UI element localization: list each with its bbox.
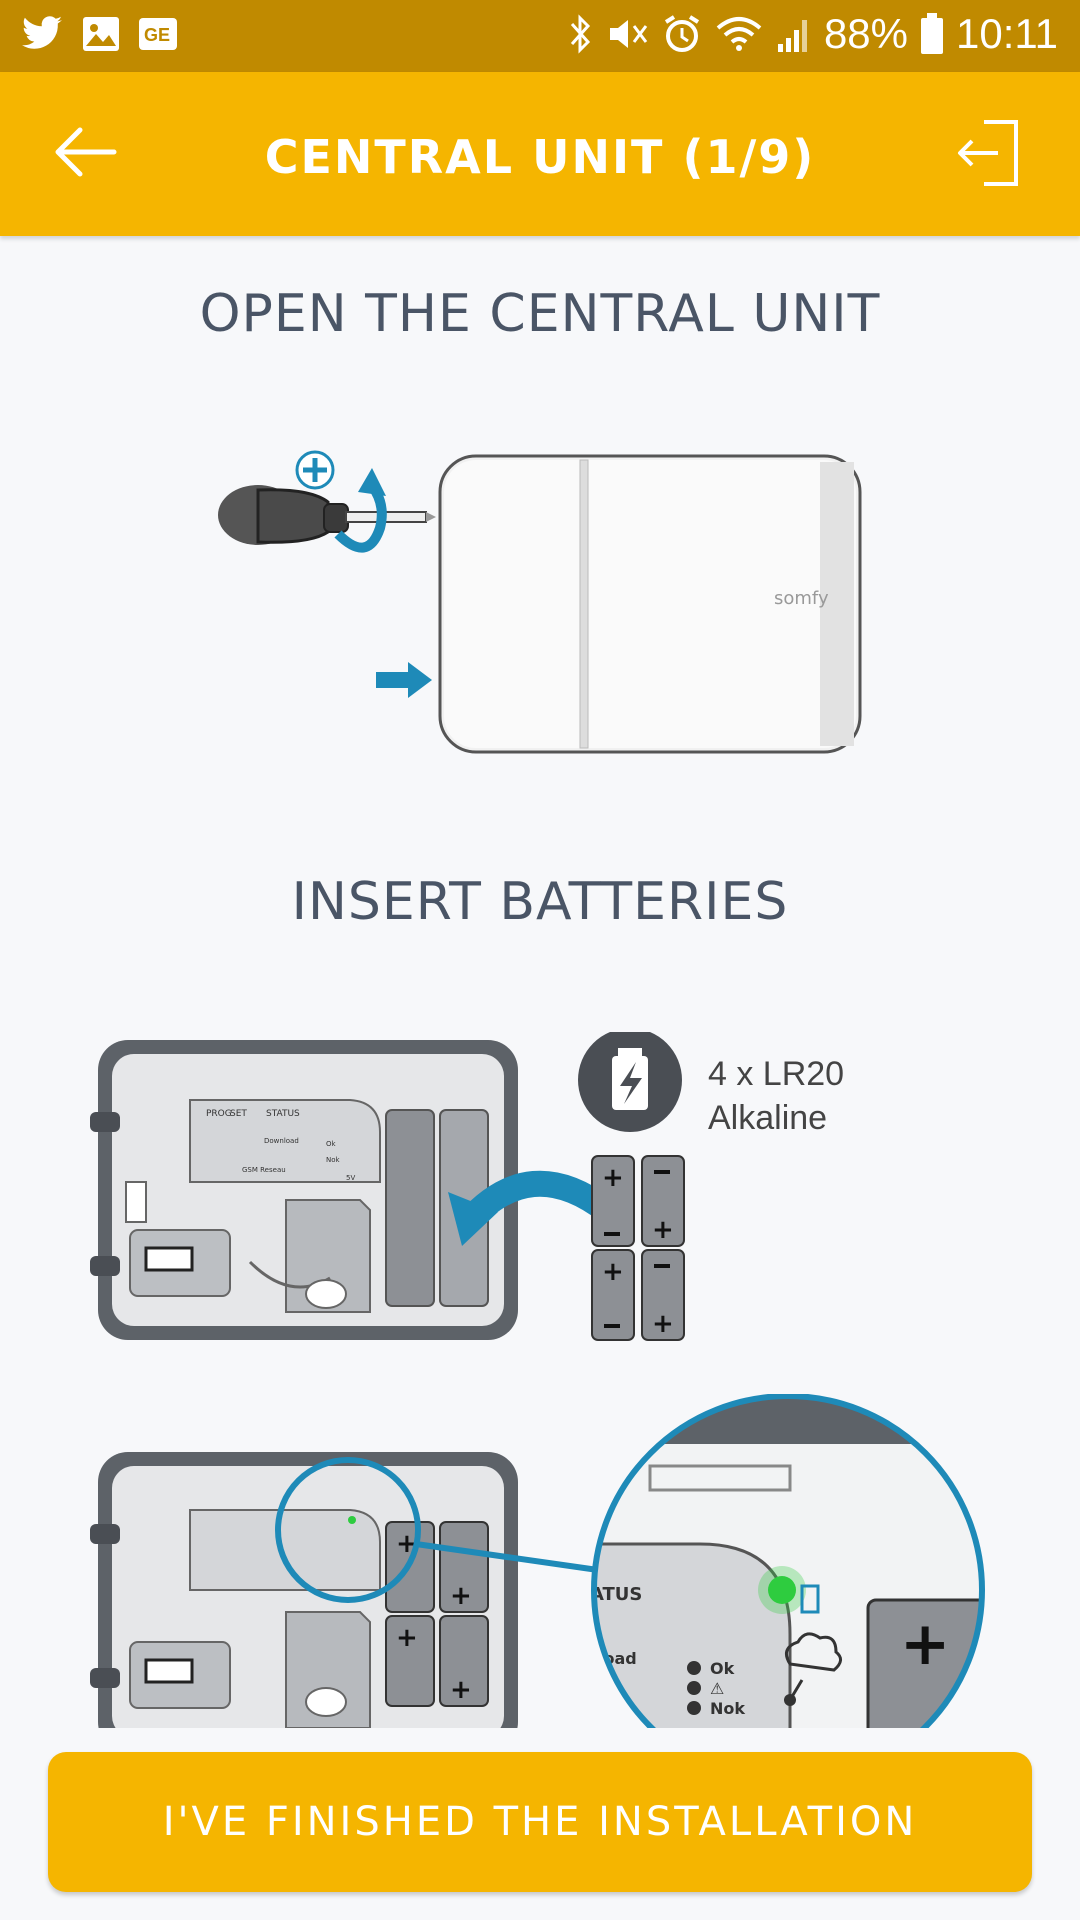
svg-text:+: + bbox=[602, 1163, 624, 1193]
brand-label: somfy bbox=[774, 588, 829, 609]
battery-insert-illustration: PROG SET STATUS Download Ok Nok GSM Rese… bbox=[90, 1032, 685, 1341]
svg-text:+: + bbox=[652, 1215, 674, 1245]
finish-installation-button[interactable]: I'VE FINISHED THE INSTALLATION bbox=[48, 1752, 1032, 1892]
status-led-illustration: + + + + + ATUS load Ok ⚠ Nok bbox=[90, 1394, 985, 1728]
alarm-icon bbox=[664, 15, 699, 52]
open-section-title: OPEN THE CENTRAL UNIT bbox=[199, 284, 881, 344]
svg-text:SET: SET bbox=[230, 1109, 247, 1119]
svg-text:GE: GE bbox=[144, 25, 170, 45]
battery-spec-type: Alkaline bbox=[708, 1099, 828, 1137]
svg-text:+: + bbox=[602, 1257, 624, 1287]
svg-text:PROG: PROG bbox=[206, 1109, 232, 1119]
ge-news-icon: GE bbox=[139, 18, 177, 50]
svg-text:+: + bbox=[396, 1623, 418, 1653]
image-icon bbox=[83, 17, 119, 51]
battery-percent: 88% bbox=[823, 10, 908, 57]
svg-text:Download: Download bbox=[264, 1137, 299, 1145]
svg-text:+: + bbox=[450, 1581, 472, 1611]
bluetooth-icon bbox=[570, 14, 590, 54]
svg-text:⚠: ⚠ bbox=[710, 1679, 724, 1698]
svg-text:+: + bbox=[652, 1309, 674, 1339]
status-bar-left: GE bbox=[20, 14, 178, 54]
battery-icon bbox=[921, 13, 943, 54]
app-bar: CENTRAL UNIT (1/9) bbox=[0, 72, 1080, 236]
svg-text:ATUS: ATUS bbox=[590, 1584, 642, 1605]
svg-text:Nok: Nok bbox=[326, 1156, 341, 1164]
svg-text:STATUS: STATUS bbox=[266, 1109, 300, 1119]
clock: 10:11 bbox=[956, 10, 1058, 57]
svg-text:Nok: Nok bbox=[710, 1699, 745, 1718]
twitter-icon bbox=[22, 16, 62, 49]
back-arrow-icon[interactable] bbox=[50, 122, 120, 182]
finish-installation-label: I'VE FINISHED THE INSTALLATION bbox=[162, 1799, 918, 1845]
svg-text:Ok: Ok bbox=[326, 1140, 337, 1148]
wifi-icon bbox=[716, 17, 762, 51]
status-bar: GE 88% 10 bbox=[0, 0, 1080, 72]
svg-text:+: + bbox=[900, 1609, 950, 1679]
signal-icon bbox=[777, 20, 807, 52]
svg-text:+: + bbox=[450, 1675, 472, 1705]
svg-text:GSM Reseau: GSM Reseau bbox=[242, 1166, 286, 1174]
exit-icon[interactable] bbox=[954, 118, 1024, 188]
open-unit-illustration: somfy bbox=[218, 450, 862, 754]
battery-spec-count: 4 x LR20 bbox=[708, 1055, 845, 1093]
batteries-section-title: INSERT BATTERIES bbox=[291, 872, 789, 932]
vibrate-icon bbox=[609, 20, 648, 48]
status-bar-right: 88% 10:11 bbox=[568, 10, 1058, 58]
svg-text:Ok: Ok bbox=[710, 1659, 735, 1678]
page-title: CENTRAL UNIT (1/9) bbox=[264, 130, 816, 184]
battery-spec: 4 x LR20 Alkaline bbox=[708, 1052, 844, 1140]
svg-text:5V: 5V bbox=[346, 1174, 355, 1182]
